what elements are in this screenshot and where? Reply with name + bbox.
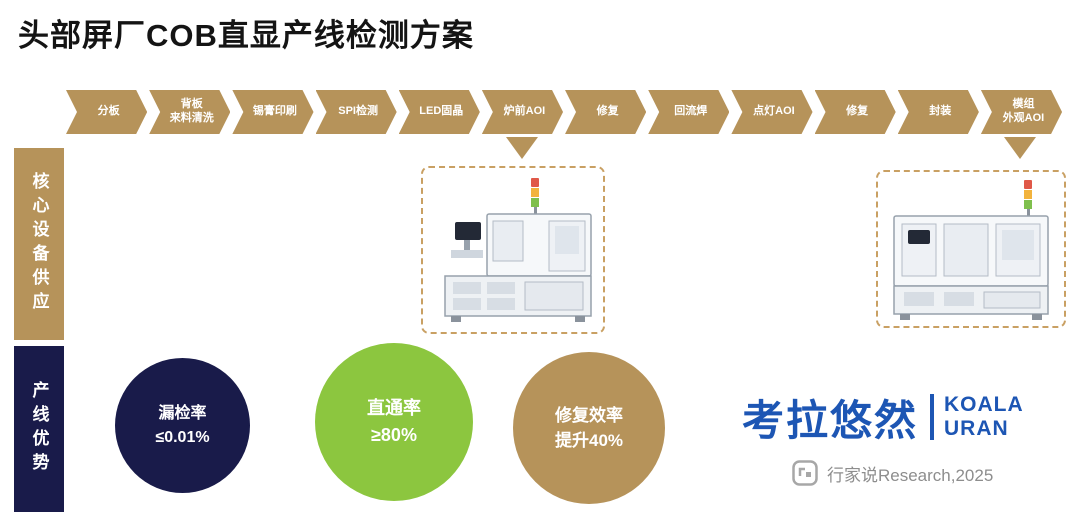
module-aoi-machine-image [893, 180, 1049, 320]
section-label-line-advantage: 产线优势 [14, 346, 64, 512]
advantage-circle-repair: 修复效率 提升40% [513, 352, 665, 504]
advantage-title: 修复效率 [555, 405, 623, 425]
advantage-title: 直通率 [367, 398, 421, 418]
brand-english-line1: KOALA [944, 392, 1024, 416]
advantage-value: ≤0.01% [155, 428, 210, 446]
flow-step: 模组 外观AOI [981, 90, 1062, 134]
brand-divider [930, 394, 935, 440]
section-label-text: 产线优势 [29, 381, 49, 477]
page-title: 头部屏厂COB直显产线检测方案 [18, 18, 474, 53]
advantage-value: ≥80% [371, 425, 417, 445]
brand-chinese-name: 考拉悠然 [742, 396, 919, 444]
flow-step: SPI检测 [316, 90, 397, 134]
flow-step: 点灯AOI [731, 90, 812, 134]
section-label-core-equipment: 核心设备供应 [14, 148, 64, 340]
advantage-circle-miss-rate: 漏检率 ≤0.01% [115, 358, 250, 493]
hangjiashuo-logo-icon [792, 460, 818, 486]
flow-step: 锡膏印刷 [232, 90, 313, 134]
process-flow: 分板 背板 来料清洗 锡膏印刷 SPI检测 LED固晶 炉前AOI 修复 回流焊… [66, 90, 1064, 134]
flow-step: 分板 [66, 90, 147, 134]
section-label-text: 核心设备供应 [29, 172, 49, 316]
front-aoi-pointer-icon [506, 137, 538, 159]
flow-step: 回流焊 [648, 90, 729, 134]
advantage-circle-yield: 直通率 ≥80% [315, 343, 473, 501]
advantage-title: 漏检率 [158, 404, 207, 422]
front-aoi-machine-box [421, 166, 605, 334]
flow-step: 修复 [565, 90, 646, 134]
flow-step: 修复 [815, 90, 896, 134]
koala-uran-logo: 考拉悠然 KOALA URAN [742, 388, 1024, 446]
flow-step: 封装 [898, 90, 979, 134]
module-aoi-pointer-icon [1004, 137, 1036, 159]
flow-step: LED固晶 [399, 90, 480, 134]
front-aoi-machine-image [444, 178, 592, 322]
source-text: 行家说Research,2025 [827, 465, 994, 485]
module-aoi-machine-box [876, 170, 1066, 328]
brand-english-name: KOALA URAN [944, 393, 1024, 441]
brand-english-line2: URAN [944, 417, 1009, 440]
flow-step: 炉前AOI [482, 90, 563, 134]
source-attribution: 行家说Research,2025 [792, 460, 993, 486]
advantage-value: 提升40% [554, 431, 624, 450]
flow-step: 背板 来料清洗 [149, 90, 230, 134]
